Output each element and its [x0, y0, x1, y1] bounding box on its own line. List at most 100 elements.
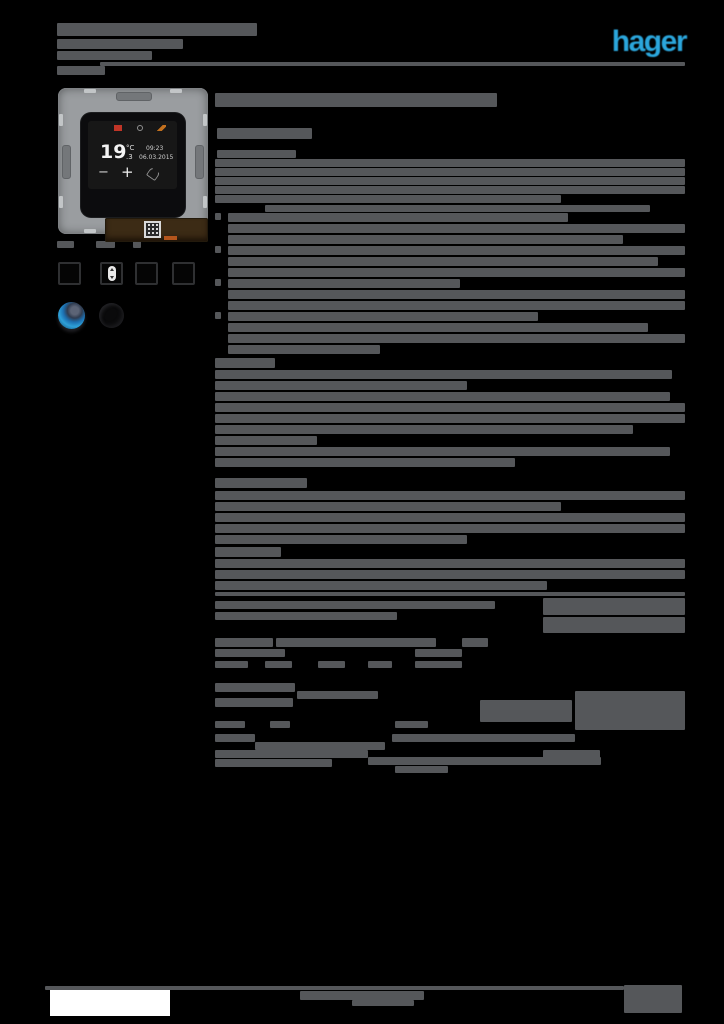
frame-notch [203, 196, 207, 208]
screw-slot [116, 92, 152, 101]
redacted-text-bar [215, 414, 685, 423]
redacted-text-bar [133, 241, 141, 248]
redacted-text-bar [265, 205, 650, 212]
up-down-rocker-icon [108, 266, 116, 281]
redacted-text-bar [215, 478, 307, 488]
redacted-text-bar [276, 638, 436, 647]
redacted-text-bar [415, 661, 462, 668]
redacted-text-bar [215, 159, 685, 167]
device-bezel: 19 °C .3 09:23 06.03.2015 − + [81, 113, 208, 242]
redacted-text-bar [215, 93, 497, 107]
redacted-text-bar [270, 721, 290, 728]
product-photo: 19 °C .3 09:23 06.03.2015 − + [57, 86, 210, 242]
frame-notch [170, 89, 182, 93]
redacted-text-bar [415, 649, 462, 657]
temperature-value: 19 [100, 141, 127, 163]
redacted-text-bar [215, 491, 685, 500]
redacted-text-bar [575, 691, 685, 730]
redacted-text-bar [215, 535, 467, 544]
redacted-text-bar [228, 213, 568, 222]
redacted-text-bar [352, 1000, 414, 1006]
redacted-text-bar [215, 513, 685, 522]
dark-circle-logo-icon [99, 303, 124, 328]
redacted-text-bar [215, 734, 255, 742]
redacted-text-bar [228, 268, 685, 277]
redacted-text-bar [215, 638, 273, 647]
redacted-text-bar [215, 195, 561, 203]
touch-hand-icon [145, 165, 162, 182]
redacted-text-bar [215, 683, 295, 692]
thermostat-display: 19 °C .3 09:23 06.03.2015 − + [88, 121, 177, 189]
display-time: 09:23 [146, 145, 164, 152]
redacted-text-bar [215, 403, 685, 412]
redacted-text-bar [57, 39, 183, 49]
redacted-text-bar [217, 150, 296, 158]
redacted-text-bar [215, 279, 221, 286]
device-base-module [105, 218, 208, 242]
redacted-text-bar [57, 23, 257, 36]
redacted-text-bar [297, 691, 378, 699]
redacted-text-bar [300, 991, 424, 1000]
redacted-text-bar [228, 334, 685, 343]
redacted-text-bar [228, 246, 685, 255]
redacted-text-bar [228, 235, 623, 244]
redacted-text-bar [215, 186, 685, 194]
redacted-text-bar [215, 581, 547, 590]
redacted-text-bar [215, 750, 368, 758]
redacted-text-bar [215, 592, 685, 596]
frame-notch [84, 89, 96, 93]
redacted-text-bar [624, 985, 682, 1013]
redacted-text-bar [100, 62, 685, 66]
redacted-text-bar [215, 246, 221, 253]
redacted-text-bar [215, 392, 670, 401]
minus-button: − [98, 165, 109, 180]
redacted-text-bar [215, 358, 275, 368]
redacted-text-bar [217, 128, 312, 139]
redacted-text-bar [228, 345, 380, 354]
qr-code [144, 221, 161, 238]
redacted-text-bar [57, 241, 74, 248]
redacted-text-bar [543, 598, 685, 615]
redacted-text-bar [228, 224, 685, 233]
redacted-text-bar [395, 766, 448, 773]
frame-notch [203, 114, 207, 126]
redacted-text-bar [215, 447, 670, 456]
frame-square-icon [58, 262, 81, 285]
easy-config-logo-icon [58, 302, 85, 329]
redacted-text-bar [57, 51, 152, 60]
redacted-text-bar [318, 661, 345, 668]
frame-square-icon [135, 262, 158, 285]
redacted-text-bar [45, 986, 624, 990]
redacted-text-bar [368, 661, 392, 668]
redacted-text-bar [215, 381, 467, 390]
frame-notch [84, 229, 96, 233]
redacted-text-bar [228, 257, 658, 266]
redacted-text-bar [215, 612, 397, 620]
redacted-text-bar [96, 241, 115, 248]
redacted-text-bar [215, 436, 317, 445]
frame-notch [59, 196, 63, 208]
clock-icon [137, 125, 143, 131]
temperature-fraction: .3 [126, 153, 133, 161]
mounting-plate: 19 °C .3 09:23 06.03.2015 − + [58, 88, 208, 242]
redacted-text-bar [215, 759, 332, 767]
plus-button: + [121, 163, 134, 181]
redacted-text-bar [215, 458, 515, 467]
temperature-unit: °C [126, 144, 135, 152]
redacted-text-bar [228, 323, 648, 332]
redacted-text-bar [228, 279, 460, 288]
bus-connector [164, 236, 177, 240]
redacted-text-bar [215, 370, 672, 379]
redacted-text-bar [215, 559, 685, 568]
heating-icon [114, 125, 122, 131]
redacted-text-bar [395, 721, 428, 728]
redacted-text-bar [215, 570, 685, 579]
redacted-text-bar [57, 66, 105, 75]
redacted-text-bar [368, 757, 601, 765]
redacted-text-bar [543, 617, 685, 633]
redacted-text-bar [215, 425, 633, 434]
redacted-text-bar [228, 290, 685, 299]
redacted-text-bar [255, 742, 385, 750]
redacted-text-bar [228, 301, 685, 310]
